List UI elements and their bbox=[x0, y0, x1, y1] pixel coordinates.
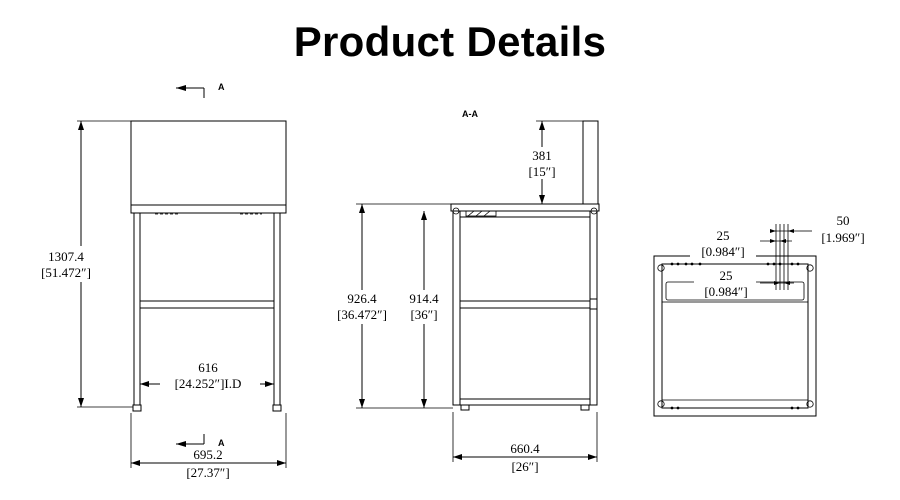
front-overall-width-in: [27.37″] bbox=[186, 465, 229, 480]
section-splash-height-mm: 381 bbox=[532, 148, 552, 163]
section-arrow-bottom: A bbox=[176, 434, 225, 448]
front-leg-right bbox=[273, 212, 281, 406]
front-countertop bbox=[130, 204, 287, 214]
top-slot2-offset-mm: 25 bbox=[720, 268, 733, 283]
section-splash-height-in: [15″] bbox=[528, 164, 555, 179]
front-inner-width-mm: 616 bbox=[198, 360, 218, 375]
section-overall-height-mm: 926.4 bbox=[347, 291, 377, 306]
section-depth-in: [26″] bbox=[511, 459, 538, 474]
front-backsplash bbox=[130, 120, 287, 206]
top-view: 50 [1.969″] 25 [0.984″] 25 [0.984″] bbox=[653, 213, 865, 417]
top-slot-width-mm: 50 bbox=[837, 213, 850, 228]
section-cross-brace bbox=[459, 300, 591, 309]
front-cross-brace bbox=[139, 300, 275, 309]
section-countertop bbox=[450, 203, 600, 212]
section-mark-bottom-label: A bbox=[218, 438, 225, 448]
top-slot2-offset-in: [0.984″] bbox=[704, 284, 747, 299]
section-backsplash bbox=[582, 120, 599, 205]
section-top-height-in: [36″] bbox=[410, 307, 437, 322]
top-slot-width-in: [1.969″] bbox=[821, 230, 864, 245]
front-inner-width-in: [24.252″]I.D bbox=[175, 376, 242, 391]
section-depth-mm: 660.4 bbox=[510, 441, 540, 456]
section-overall-height-in: [36.472″] bbox=[337, 307, 387, 322]
front-height-mm: 1307.4 bbox=[48, 249, 84, 264]
front-leg-left bbox=[133, 212, 141, 406]
section-arrow-top: A bbox=[176, 82, 225, 98]
section-top-height-mm: 914.4 bbox=[409, 291, 439, 306]
page-title: Product Details bbox=[293, 18, 607, 65]
section-label: A-A bbox=[462, 109, 478, 119]
front-overall-width-mm: 695.2 bbox=[193, 447, 222, 462]
top-slot-offset-in: [0.984″] bbox=[701, 244, 744, 259]
top-slot-offset-mm: 25 bbox=[717, 228, 730, 243]
front-view: A 1307.4 [51.472″] 616 [24.252″]I.D bbox=[28, 82, 287, 480]
front-height-in: [51.472″] bbox=[41, 265, 91, 280]
section-view: A-A 381 [15″] 926.4 [ bbox=[328, 109, 600, 474]
section-mark-top-label: A bbox=[218, 82, 225, 92]
